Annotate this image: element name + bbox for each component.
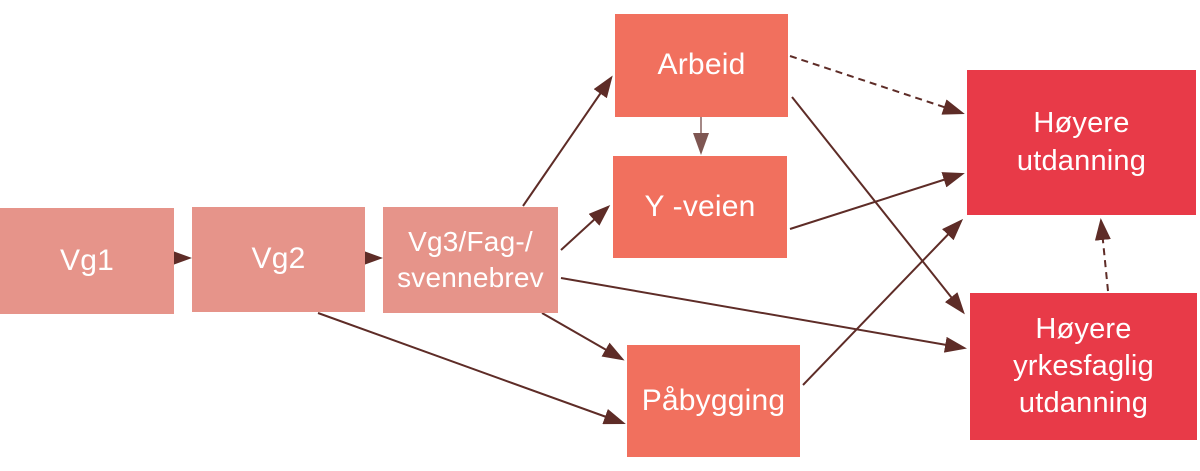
edge-vg2-pabygging xyxy=(317,312,626,425)
node-y-veien: Y -veien xyxy=(613,156,787,258)
edge-vg3-yveien xyxy=(560,204,611,251)
edge-vg3-pabygging xyxy=(541,312,625,361)
edge-arbeid-hyu xyxy=(791,96,965,315)
edge-arbeid-hu xyxy=(789,55,965,115)
edge-vg3-hyu xyxy=(560,277,967,353)
edge-hyu-hu xyxy=(1094,218,1111,292)
node-arbeid: Arbeid xyxy=(615,14,788,117)
edge-pabygging-hu xyxy=(802,218,964,386)
node-vg2: Vg2 xyxy=(192,207,365,312)
node-vg3-fag-svennebrev: Vg3/Fag-/ svennebrev xyxy=(383,207,558,313)
edge-yveien-hu xyxy=(789,172,965,230)
node-pabygging: Påbygging xyxy=(627,345,800,457)
node-vg1: Vg1 xyxy=(0,208,174,314)
node-hoyere-utdanning: Høyere utdanning xyxy=(967,70,1196,215)
edge-vg3-arbeid xyxy=(522,75,613,207)
node-hoyere-yrkesfaglig-utdanning: Høyere yrkesfaglig utdanning xyxy=(970,293,1197,440)
